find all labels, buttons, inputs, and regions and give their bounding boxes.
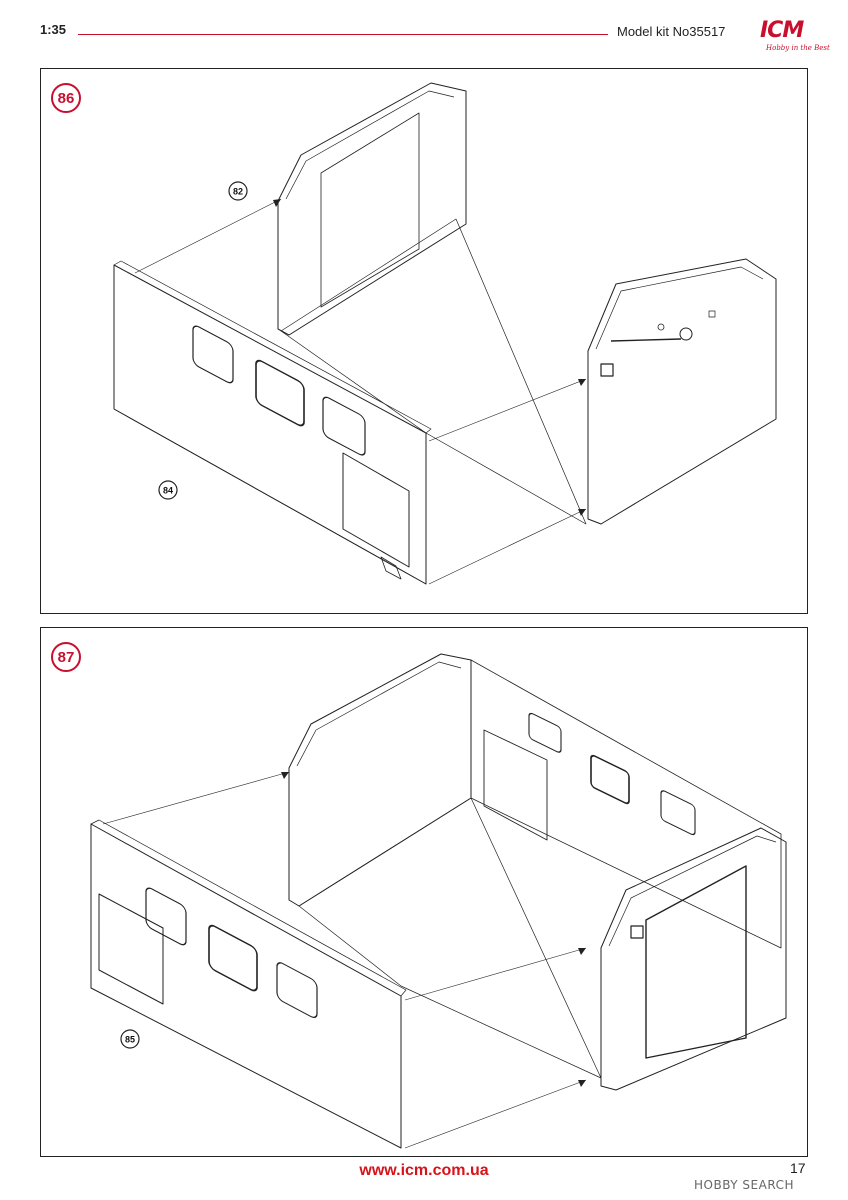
logo-tagline: Hobby in the Best (766, 44, 830, 52)
step-86-panel: 86 (40, 68, 808, 614)
step-number-86: 86 (51, 83, 81, 113)
part-callouts: 82 84 (158, 181, 248, 500)
website-url[interactable]: www.icm.com.ua (359, 1162, 489, 1179)
watermark: HOBBY SEARCH (694, 1178, 794, 1192)
part-callouts-87: 85 (120, 1029, 140, 1049)
part-label-85: 85 (125, 1035, 135, 1045)
step-87-panel: 87 (40, 627, 808, 1157)
page-number: 17 (790, 1160, 806, 1176)
step-number-87: 87 (51, 642, 81, 672)
step-86-drawing: 82 84 (113, 82, 777, 585)
scale-label: 1:35 (40, 22, 67, 37)
logo-text: ICM (760, 18, 804, 43)
icm-logo: ICM Hobby in the Best (742, 18, 832, 60)
part-label-84: 84 (163, 486, 173, 496)
step-87-drawing: 85 (90, 653, 787, 1149)
part-label-82: 82 (233, 187, 243, 197)
header-rule (78, 34, 608, 35)
kit-number: Model kit No35517 (617, 24, 726, 39)
